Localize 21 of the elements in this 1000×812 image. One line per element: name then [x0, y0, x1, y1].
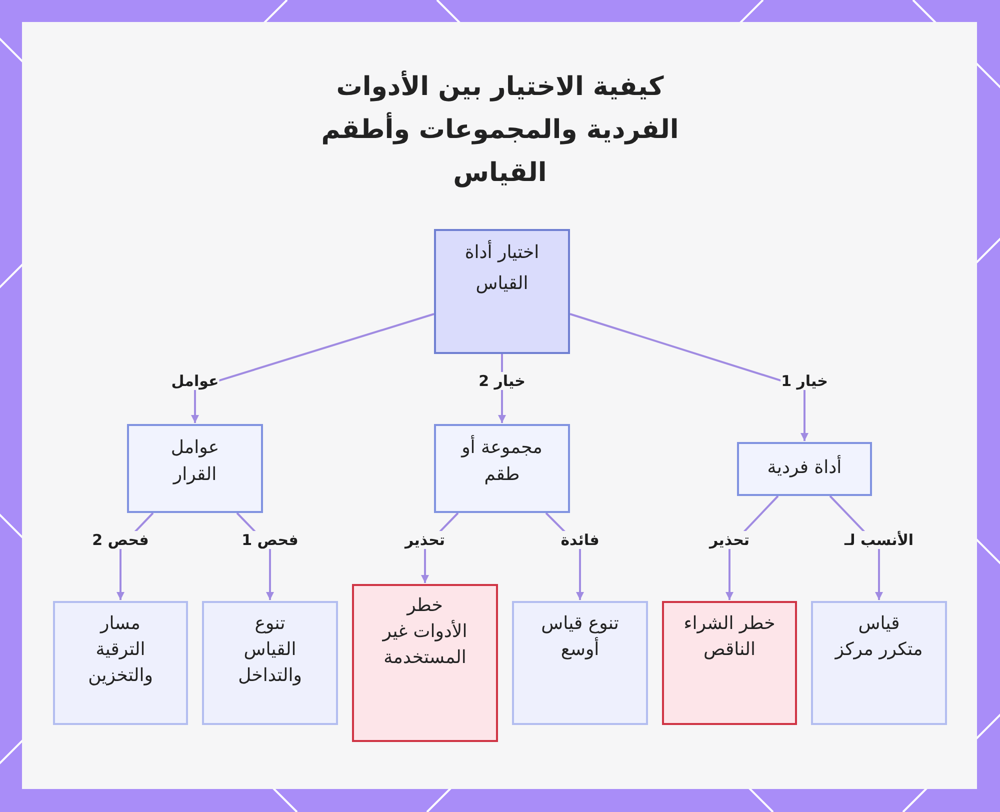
arrow [191, 313, 434, 423]
process-box: أداة فردية [737, 442, 872, 496]
process-box: تنوع القياس والتداخل [202, 601, 338, 725]
arrow [570, 313, 808, 441]
edge-label: خيار 1 [780, 372, 829, 390]
process-box: خطر الشراء الناقص [662, 601, 797, 725]
process-box: عوامل القرار [127, 424, 263, 513]
process-box: قياس متكرر مركز [811, 601, 947, 725]
edge-label: عوامل [170, 372, 220, 390]
process-box: خطر الأدوات غير المستخدمة [352, 584, 498, 742]
edge-label: فحص 1 [240, 531, 300, 549]
edge-label: تحذير [404, 531, 446, 549]
process-box: اختيار أداة القياس [434, 229, 570, 354]
process-box: تنوع قياس أوسع [512, 601, 648, 725]
edge-label: فائدة [560, 531, 600, 549]
process-box: مجموعة أو طقم [434, 424, 570, 513]
edge-label: تحذير [708, 531, 751, 549]
process-box: مسار الترقية والتخزين [53, 601, 188, 725]
title: كيفية الاختيار بين الأدوات الفردية والمجموعات وأطقم القياس [320, 70, 680, 190]
edge-label: فحص 2 [91, 531, 150, 549]
edge-label: الأنسب لـ [843, 531, 915, 549]
